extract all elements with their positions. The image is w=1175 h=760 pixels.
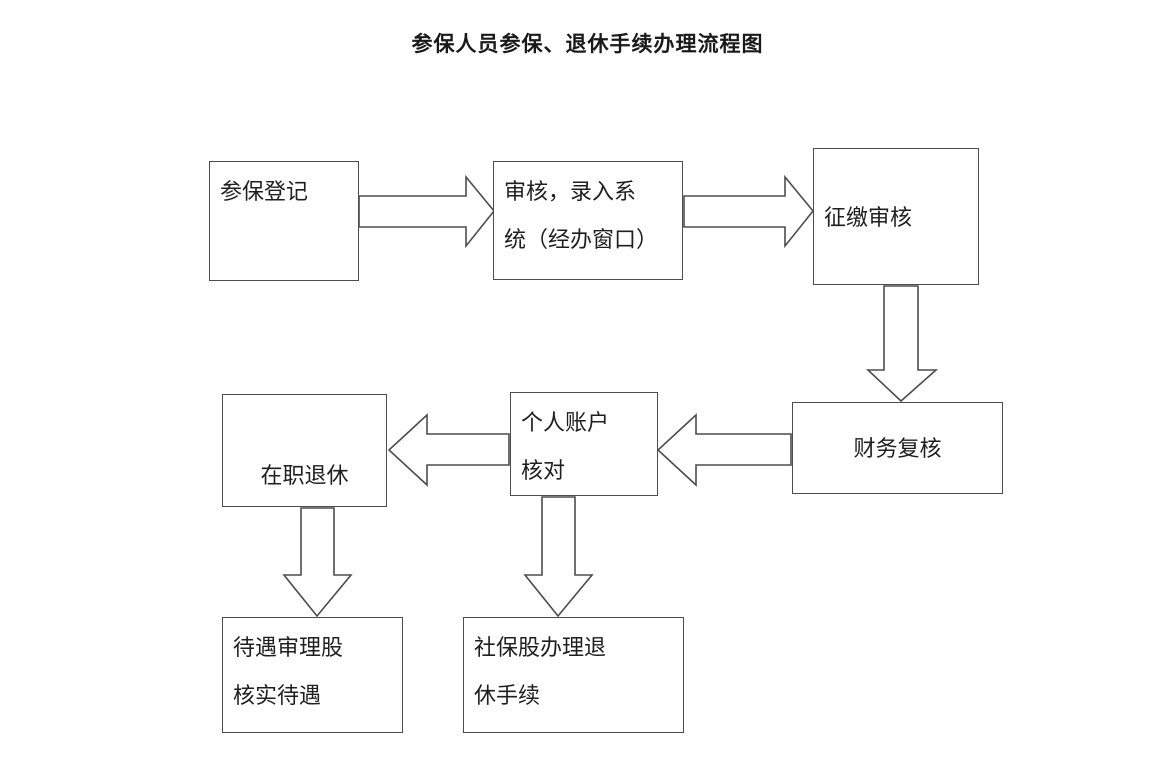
node-label-line: 休手续 [474, 683, 541, 708]
node-label: 参保登记 [210, 168, 358, 216]
node-zhengjiao-shenhe[interactable]: 征缴审核 [813, 148, 979, 285]
node-label: 审核，录入系统（经办窗口） [494, 168, 682, 264]
node-label-line: 核对 [521, 458, 566, 483]
node-shenhe-luru[interactable]: 审核，录入系统（经办窗口） [493, 161, 683, 280]
node-label: 财务复核 [793, 425, 1002, 473]
node-label-line: 参保登记 [220, 179, 309, 204]
node-shebao-gu-tuixiu[interactable]: 社保股办理退休手续 [463, 617, 684, 733]
node-label: 征缴审核 [814, 194, 978, 242]
node-label-line: 社保股办理退 [474, 635, 607, 660]
node-zaizhi-tuixiu[interactable]: 在职退休 [222, 394, 387, 507]
node-label-line: 待遇审理股 [233, 635, 344, 660]
arrow-down-geren-to-shebao [523, 496, 594, 618]
arrow-left-geren-to-zaizhi [387, 413, 510, 487]
node-daiyu-shenli-gu[interactable]: 待遇审理股核实待遇 [222, 617, 403, 733]
node-label-line: 财务复核 [853, 436, 942, 461]
arrow-right-canbao-to-shenhe [358, 174, 496, 249]
page-title: 参保人员参保、退休手续办理流程图 [411, 33, 764, 56]
node-label: 在职退休 [223, 452, 386, 500]
node-label-line: 征缴审核 [824, 204, 913, 230]
node-label-line: 个人账户 [521, 410, 610, 435]
arrow-right-shenhe-to-zhengjiao [683, 174, 815, 249]
node-label-line: 在职退休 [260, 463, 349, 488]
arrow-down-zaizhi-to-daiyu [282, 507, 353, 618]
node-canbao-dengji[interactable]: 参保登记 [209, 161, 359, 281]
node-label: 个人账户核对 [511, 399, 657, 495]
node-label-line: 核实待遇 [233, 683, 322, 708]
node-label: 待遇审理股核实待遇 [223, 624, 402, 720]
node-label-line: 统（经办窗口） [504, 227, 659, 252]
arrow-left-caiwu-to-geren [656, 413, 792, 487]
node-caiwu-fuhe[interactable]: 财务复核 [792, 402, 1003, 494]
node-label-line: 审核，录入系 [504, 179, 637, 204]
arrow-down-zhengjiao-to-caiwu [865, 285, 939, 403]
node-label: 社保股办理退休手续 [464, 624, 683, 720]
node-geren-zhanghu-hedui[interactable]: 个人账户核对 [510, 392, 658, 496]
